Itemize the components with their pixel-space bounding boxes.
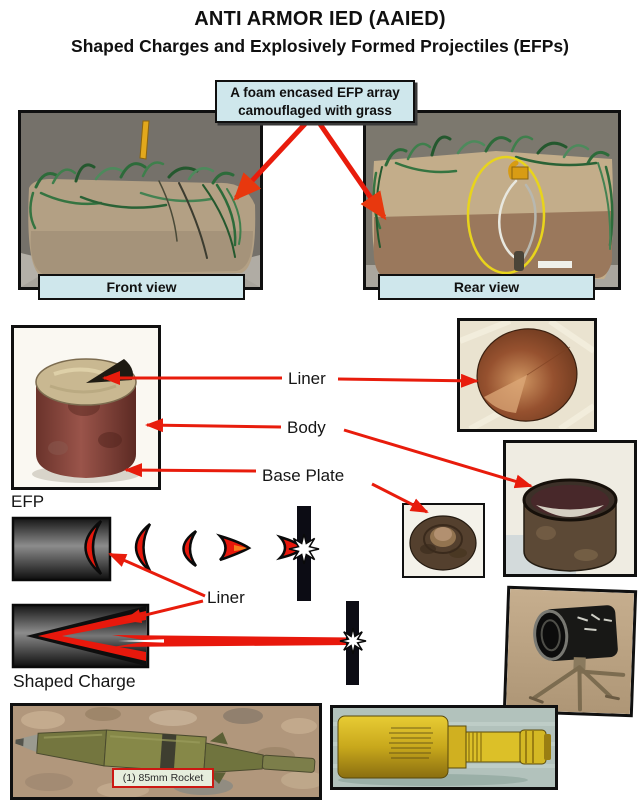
efp-photo-label: EFP [11,492,45,511]
cone-outline [26,606,146,666]
rocket-photo [10,703,322,800]
target-plate-sc [346,601,359,685]
diagram-liner-arrow-up [108,552,206,598]
front-view-caption: Front view [38,274,245,300]
jet-highlight [118,639,164,643]
initiator [514,251,524,271]
body-arrow-left [145,418,282,433]
label-liner: Liner [288,369,326,388]
rocket-tag-text: (1) 85mm Rocket [122,772,204,784]
cone-cavity [62,620,146,652]
liner-stage-4-core [234,545,247,551]
impact-burst-efp [288,533,320,565]
yellow-stick [139,120,150,160]
rocket-tag: (1) 85mm Rocket [112,768,214,788]
base-plate-photo [402,503,485,578]
rear-view-caption-text: Rear view [453,279,520,295]
scale-bar [538,261,572,268]
copper-liner-photo [457,318,597,432]
cone-liner [38,611,146,661]
label-base-plate: Base Plate [262,466,345,485]
detonator [511,166,529,180]
base-plate-art [404,505,483,576]
tripod-efp-art [505,588,635,715]
wires [498,160,537,265]
front-view-caption-text: Front view [106,279,177,295]
rocket-art [13,706,319,797]
label-shaped-charge: Shaped Charge [13,671,136,691]
target-plate-efp [297,506,311,601]
grass-strokes [29,161,242,259]
liner-stage-3 [182,529,198,568]
copper-liner-art [460,321,594,429]
efp-device-photo [11,325,161,490]
liner-stage-4 [216,533,252,562]
projectile-slug [276,534,305,561]
body-cylinder-photo [503,440,637,577]
rear-view-art [366,113,618,287]
impact-burst-sc [339,627,367,655]
grass-strokes [372,135,614,250]
page-subtitle: Shaped Charges and Explosively Formed Pr… [71,36,569,56]
tripod-efp-photo [502,585,638,718]
efp-diagram [11,506,320,601]
front-view-photo [18,110,263,290]
yellow-circle-annotation [466,155,546,275]
tripod-legs [532,665,626,712]
label-diagram-liner: Liner [207,588,245,607]
label-body: Body [287,418,326,437]
callout-box: A foam encased EFP array camouflaged wit… [215,80,415,123]
diagram-liner-arrow-down [123,599,204,624]
callout-line1: A foam encased EFP array [230,84,400,100]
efp-device-art [14,328,158,487]
rear-view-caption: Rear view [378,274,595,300]
rear-view-photo [363,110,621,290]
black-cylinder [533,605,618,662]
yellow-munition-art [333,708,555,787]
callout-line2: camouflaged with grass [238,102,392,118]
body-cylinder-art [506,443,634,574]
page-title: ANTI ARMOR IED (AAIED) [194,8,446,30]
liner-stage-1 [84,520,103,575]
rocket [15,729,316,784]
munition [337,715,551,779]
jet [112,635,361,647]
rocks [21,707,319,797]
yellow-munition-photo [330,705,558,790]
liner-stage-2 [134,523,152,572]
front-view-art [21,113,260,287]
